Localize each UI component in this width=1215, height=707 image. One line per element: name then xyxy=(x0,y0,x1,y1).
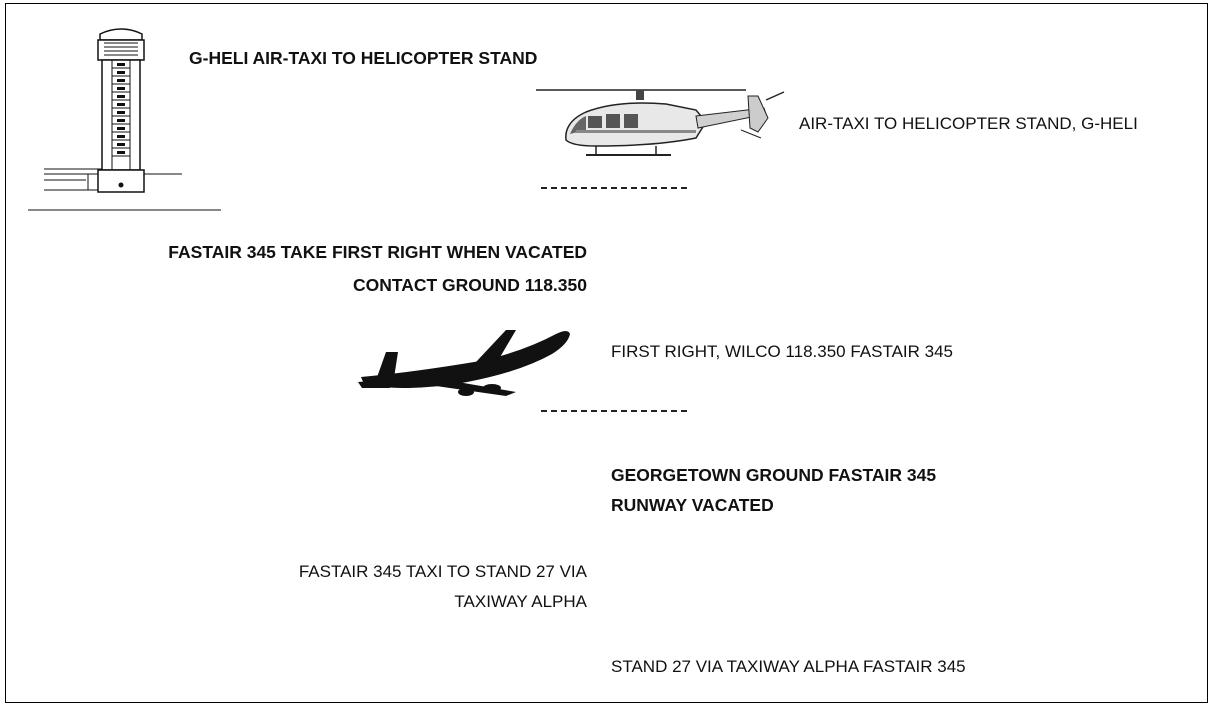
pilot-message-3-line-2: RUNWAY VACATED xyxy=(611,492,774,518)
atc-message-1: G-HELI AIR-TAXI TO HELICOPTER STAND xyxy=(189,45,537,71)
helicopter-icon xyxy=(536,82,796,167)
atc-message-3-line-1: FASTAIR 345 TAXI TO STAND 27 VIA xyxy=(299,559,587,585)
separator-1 xyxy=(541,187,687,189)
atc-message-2-line-2: CONTACT GROUND 118.350 xyxy=(353,272,587,298)
pilot-message-1: AIR-TAXI TO HELICOPTER STAND, G-HELI xyxy=(799,111,1138,137)
airliner-icon xyxy=(356,322,596,402)
pilot-message-3-line-1: GEORGETOWN GROUND FASTAIR 345 xyxy=(611,462,936,488)
pilot-message-2: FIRST RIGHT, WILCO 118.350 FASTAIR 345 xyxy=(611,339,953,365)
separator-2 xyxy=(541,410,687,412)
atc-message-2-line-1: FASTAIR 345 TAKE FIRST RIGHT WHEN VACATE… xyxy=(168,239,587,265)
diagram-frame: G-HELI AIR-TAXI TO HELICOPTER STAND AIR-… xyxy=(5,3,1208,703)
pilot-readback-3: STAND 27 VIA TAXIWAY ALPHA FASTAIR 345 xyxy=(611,654,966,680)
atc-message-3-line-2: TAXIWAY ALPHA xyxy=(454,589,587,615)
